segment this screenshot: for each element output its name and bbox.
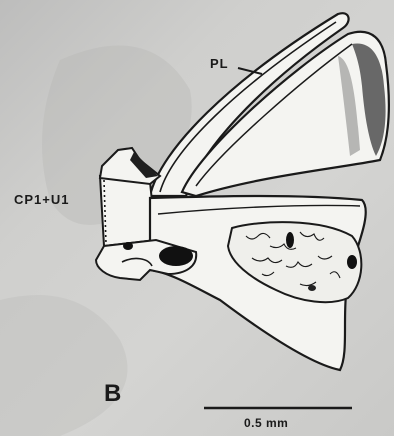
dark-blob-large: [159, 246, 193, 266]
texture-dark-spot-2: [347, 255, 357, 269]
dark-blob-small: [123, 242, 133, 250]
label-cp1-u1: CP1+U1: [14, 192, 70, 207]
scale-bar-label: 0.5 mm: [244, 416, 288, 430]
cp1-u1-column: [100, 176, 156, 246]
texture-dark-spot-3: [308, 285, 316, 291]
panel-letter: B: [104, 380, 121, 408]
background-shadow-bottom: [0, 295, 128, 436]
label-pl: PL: [210, 56, 229, 71]
texture-dark-spot-1: [286, 232, 294, 248]
